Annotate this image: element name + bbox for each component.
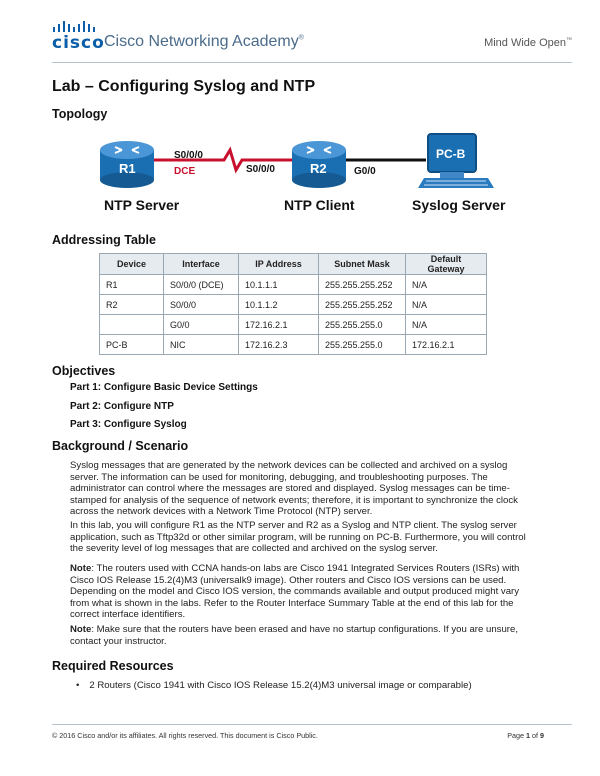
serial-link xyxy=(148,146,296,174)
col-header: Subnet Mask xyxy=(318,253,406,275)
pc-icon xyxy=(418,133,494,188)
cell: 10.1.1.2 xyxy=(238,294,319,315)
topology-heading: Topology xyxy=(52,107,108,121)
objective-part-2: Part 2: Configure NTP xyxy=(70,401,174,412)
note-paragraph-2: Note: Make sure that the routers have be… xyxy=(70,624,518,647)
cell: NIC xyxy=(163,334,239,355)
footer-divider xyxy=(52,724,572,725)
cell: R2 xyxy=(99,294,164,315)
col-header: Device xyxy=(99,253,164,275)
cell: N/A xyxy=(405,274,487,295)
cisco-logo-bars xyxy=(53,21,95,32)
cell: S0/0/0 (DCE) xyxy=(163,274,239,295)
table-row: R2 S0/0/0 10.1.1.2 255.255.255.252 N/A xyxy=(99,294,487,315)
cell: 255.255.255.0 xyxy=(318,334,406,355)
r1-label: R1 xyxy=(119,161,136,176)
cell: N/A xyxy=(405,314,487,335)
tagline: Mind Wide Open™ xyxy=(484,37,572,49)
r1-port-label: S0/0/0 xyxy=(174,150,203,161)
cell: 172.16.2.1 xyxy=(405,334,487,355)
list-item: •2 Routers (Cisco 1941 with Cisco IOS Re… xyxy=(76,680,472,691)
cell: 172.16.2.1 xyxy=(238,314,319,335)
cell: 255.255.255.252 xyxy=(318,274,406,295)
table-row: G0/0 172.16.2.1 255.255.255.0 N/A xyxy=(99,314,487,335)
ntp-client-label: NTP Client xyxy=(284,197,355,213)
router-r2-icon xyxy=(292,141,346,188)
cisco-logo-wordmark: cisco xyxy=(52,33,105,53)
addressing-heading: Addressing Table xyxy=(52,233,156,247)
r2-port-label: S0/0/0 xyxy=(246,164,275,175)
r2-label: R2 xyxy=(310,161,327,176)
topology-diagram: R1 R2 PC-B S0/0/0 DCE S0/0/0 G0/0 NTP Se… xyxy=(100,133,506,213)
copyright: © 2016 Cisco and/or its affiliates. All … xyxy=(52,731,318,740)
cell: 172.16.2.3 xyxy=(238,334,319,355)
addressing-table: Device Interface IP Address Subnet Mask … xyxy=(99,253,487,355)
table-header-row: Device Interface IP Address Subnet Mask … xyxy=(99,253,487,275)
ntp-server-label: NTP Server xyxy=(104,197,180,213)
objectives-heading: Objectives xyxy=(52,364,116,378)
cell: 255.255.255.252 xyxy=(318,294,406,315)
background-paragraph-1: Syslog messages that are generated by th… xyxy=(70,460,518,517)
cell: N/A xyxy=(405,294,487,315)
cell: PC-B xyxy=(99,334,164,355)
dce-label: DCE xyxy=(174,166,195,177)
cell: 255.255.255.0 xyxy=(318,314,406,335)
cell xyxy=(99,314,164,335)
router-r1-icon xyxy=(100,141,154,188)
background-paragraph-2: In this lab, you will configure R1 as th… xyxy=(70,520,526,554)
page-number: Page 1 of 9 xyxy=(507,731,544,740)
col-header: Interface xyxy=(163,253,239,275)
cell: G0/0 xyxy=(163,314,239,335)
cell: S0/0/0 xyxy=(163,294,239,315)
col-header: IP Address xyxy=(238,253,319,275)
table-row: R1 S0/0/0 (DCE) 10.1.1.1 255.255.255.252… xyxy=(99,274,487,295)
col-header: Default Gateway xyxy=(405,253,487,275)
note-paragraph-1: Note: The routers used with CCNA hands-o… xyxy=(70,563,520,620)
table-row: PC-B NIC 172.16.2.3 255.255.255.0 172.16… xyxy=(99,334,487,355)
pcb-label: PC-B xyxy=(436,147,466,161)
page-title: Lab – Configuring Syslog and NTP xyxy=(52,78,316,95)
background-heading: Background / Scenario xyxy=(52,439,189,453)
academy-name: Cisco Networking Academy® xyxy=(104,33,304,50)
cell: R1 xyxy=(99,274,164,295)
g0-label: G0/0 xyxy=(354,166,376,177)
syslog-server-label: Syslog Server xyxy=(412,197,506,213)
objective-part-1: Part 1: Configure Basic Device Settings xyxy=(70,382,258,393)
cell: 10.1.1.1 xyxy=(238,274,319,295)
resources-heading: Required Resources xyxy=(52,659,174,673)
objective-part-3: Part 3: Configure Syslog xyxy=(70,419,187,430)
header-divider xyxy=(52,62,572,63)
